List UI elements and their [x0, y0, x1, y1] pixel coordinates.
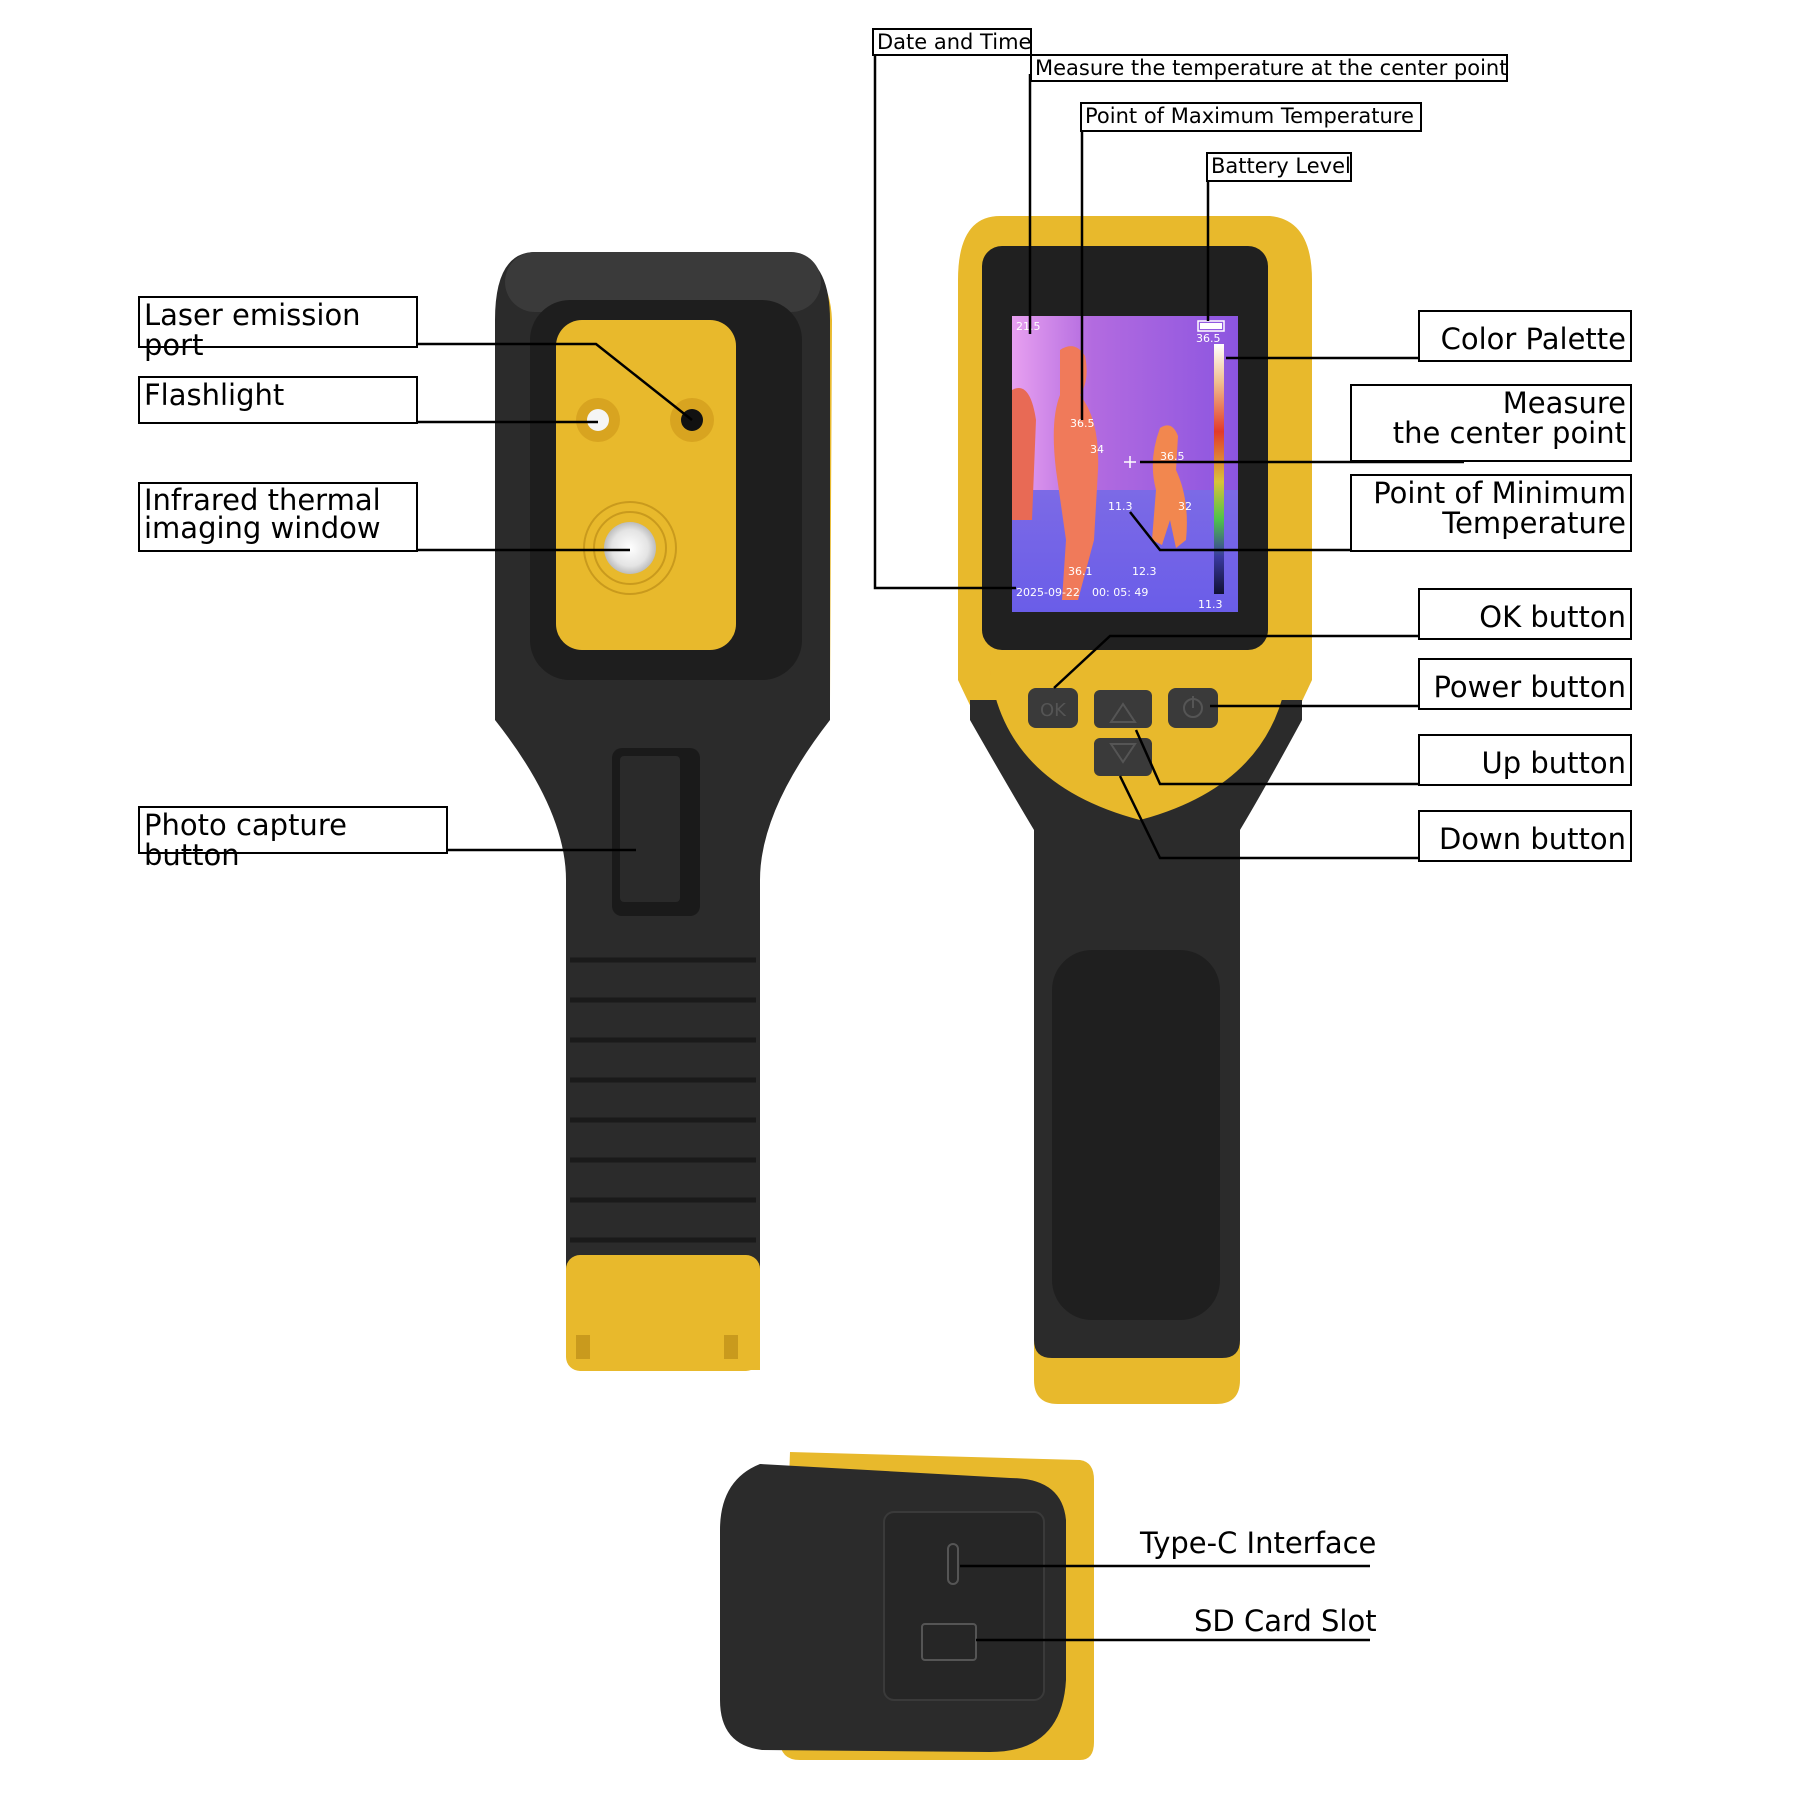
label-measure-center-line1: Measure [1502, 386, 1626, 420]
label-ir-window-line2: imaging window [144, 511, 381, 546]
label-up-button-text: Up button [1481, 746, 1626, 780]
label-min-temp-line2: Temperature [1442, 506, 1626, 541]
front-base-cap [566, 1255, 760, 1371]
trigger [620, 756, 680, 902]
label-color-palette: Color Palette [1418, 310, 1632, 362]
label-power-button-text: Power button [1433, 670, 1626, 704]
label-ir-window-line1: Infrared thermal [144, 483, 381, 517]
label-date-time: Date and Time [872, 28, 1032, 56]
label-flashlight: Flashlight [138, 376, 418, 424]
palette-max-value: 36.5 [1196, 332, 1221, 345]
right-value: 32 [1178, 500, 1192, 513]
port-cover [883, 1511, 1045, 1701]
center-right-value: 36.5 [1160, 450, 1185, 463]
ok-glyph: OK [1040, 700, 1067, 721]
label-sd-slot: SD Card Slot [1194, 1604, 1377, 1638]
label-ir-window: Infrared thermal imaging window [138, 482, 418, 552]
front-view-device [495, 252, 832, 1371]
ok-button [1028, 688, 1078, 728]
label-power-button: Power button [1418, 658, 1632, 710]
label-ok-button-text: OK button [1479, 600, 1626, 634]
label-color-palette-text: Color Palette [1440, 322, 1626, 356]
down-button [1094, 738, 1152, 776]
back-view-device: 21.5 36.5 36.5 34 36.5 11.3 32 36.1 12.3… [958, 216, 1312, 1404]
battery-icon [1197, 320, 1225, 332]
label-min-temp: Point of Minimum Temperature [1350, 474, 1632, 552]
crosshair [1124, 456, 1136, 468]
label-ok-button: OK button [1418, 588, 1632, 640]
ir-window-lens [604, 522, 656, 574]
label-min-temp-line1: Point of Minimum [1373, 476, 1626, 510]
button-area [988, 640, 1290, 820]
label-photo-button-text: Photo capture button [144, 808, 347, 873]
min-point-value: 11.3 [1108, 500, 1133, 513]
max-point-value: 36.5 [1070, 417, 1095, 430]
label-down-button-text: Down button [1438, 822, 1626, 856]
label-type-c-text: Type-C Interface [1140, 1526, 1377, 1560]
person-silhouette-right [1152, 425, 1187, 548]
label-battery-level: Battery Level [1206, 152, 1352, 182]
up-button [1094, 690, 1152, 728]
front-bumper-top [505, 252, 821, 312]
label-center-temp: Measure the temperature at the center po… [1030, 54, 1508, 82]
bottom-view-device [720, 1452, 1094, 1760]
person-silhouette-left [1053, 346, 1099, 600]
type-c-port [947, 1543, 959, 1585]
bottom-mid-value: 12.3 [1132, 565, 1157, 578]
leader-lines [418, 52, 1464, 1642]
label-laser-port: Laser emission port [138, 296, 418, 361]
label-center-temp-text: Measure the temperature at the center po… [1035, 56, 1508, 80]
label-up-button: Up button [1418, 734, 1632, 786]
bottom-left-value: 36.1 [1068, 565, 1093, 578]
grip-ribs [570, 957, 756, 1243]
grip-panel [1052, 950, 1220, 1320]
label-type-c: Type-C Interface [1140, 1526, 1376, 1560]
screen-time: 00: 05: 49 [1092, 586, 1148, 599]
label-measure-center-line2: the center point [1392, 416, 1626, 451]
top-left-temp: 21.5 [1016, 320, 1041, 333]
palette-bar [1214, 344, 1224, 594]
screen-date: 2025-09-22 [1016, 586, 1080, 599]
label-max-temp-point-text: Point of Maximum Temperature [1085, 104, 1414, 128]
label-battery-level-text: Battery Level [1211, 154, 1351, 178]
center-value: 34 [1090, 443, 1104, 456]
label-laser-port-text: Laser emission port [144, 298, 361, 363]
label-measure-center: Measure the center point [1350, 384, 1632, 462]
label-down-button: Down button [1418, 810, 1632, 862]
sensor-plate [556, 320, 736, 650]
sd-card-icon [921, 1623, 977, 1661]
palette-min-value: 11.3 [1198, 598, 1223, 611]
label-flashlight-text: Flashlight [144, 378, 285, 412]
label-photo-button: Photo capture button [138, 806, 448, 871]
label-sd-slot-text: SD Card Slot [1194, 1604, 1377, 1638]
label-date-time-text: Date and Time [877, 30, 1032, 54]
label-max-temp-point: Point of Maximum Temperature [1080, 102, 1422, 132]
